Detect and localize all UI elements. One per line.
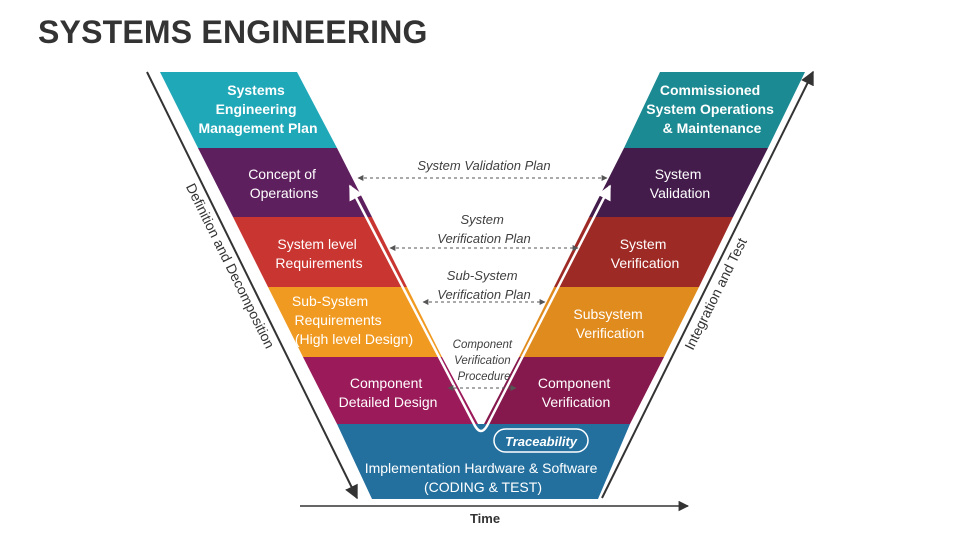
stage-label-right-4: Component Verification <box>538 375 614 410</box>
plan-label-3: Component Verification Procedure <box>453 339 516 383</box>
stage-label-right-3: Subsystem Verification <box>573 306 646 341</box>
band-system-verification <box>554 217 733 287</box>
stage-label-right-0: Commissioned System Operations & Mainten… <box>646 82 778 136</box>
band-implementation <box>337 424 630 499</box>
stage-label-bottom: Implementation Hardware & Software (CODI… <box>365 460 602 495</box>
traceability-label: Traceability <box>505 434 578 449</box>
stage-label-right-1: System Validation <box>650 166 710 201</box>
time-axis-label: Time <box>470 511 500 526</box>
traceability-badge <box>493 428 589 453</box>
band-concept-of-operations <box>198 148 372 217</box>
stage-label-left-0: Systems Engineering Management Plan <box>198 82 317 136</box>
stage-label-left-2: System level Requirements <box>275 236 362 271</box>
band-subsystem-verification <box>519 287 699 357</box>
band-system-level-requirements <box>233 217 407 287</box>
plan-label-1: System Verification Plan <box>437 212 530 246</box>
stage-label-left-4: Component Detailed Design <box>339 375 438 410</box>
plan-label-2: Sub-System Verification Plan <box>437 268 530 302</box>
band-subsystem-requirements <box>268 287 442 357</box>
traceability-path <box>348 184 612 433</box>
band-commissioned-operations <box>624 72 805 148</box>
stage-label-left-1: Concept of Operations <box>248 166 320 201</box>
band-component-detailed-design <box>303 357 478 424</box>
stage-label-right-2: System Verification <box>611 236 679 271</box>
stage-label-left-3: Sub-System Requirements (High level Desi… <box>292 293 413 347</box>
band-component-verification <box>484 357 664 424</box>
plan-label-0: System Validation Plan <box>417 158 550 173</box>
decomposition-arrow <box>146 71 358 500</box>
band-systems-engineering-management-plan <box>160 72 337 148</box>
band-system-validation <box>589 148 768 217</box>
integration-arrow <box>601 70 814 499</box>
page-title: SYSTEMS ENGINEERING <box>38 14 428 50</box>
